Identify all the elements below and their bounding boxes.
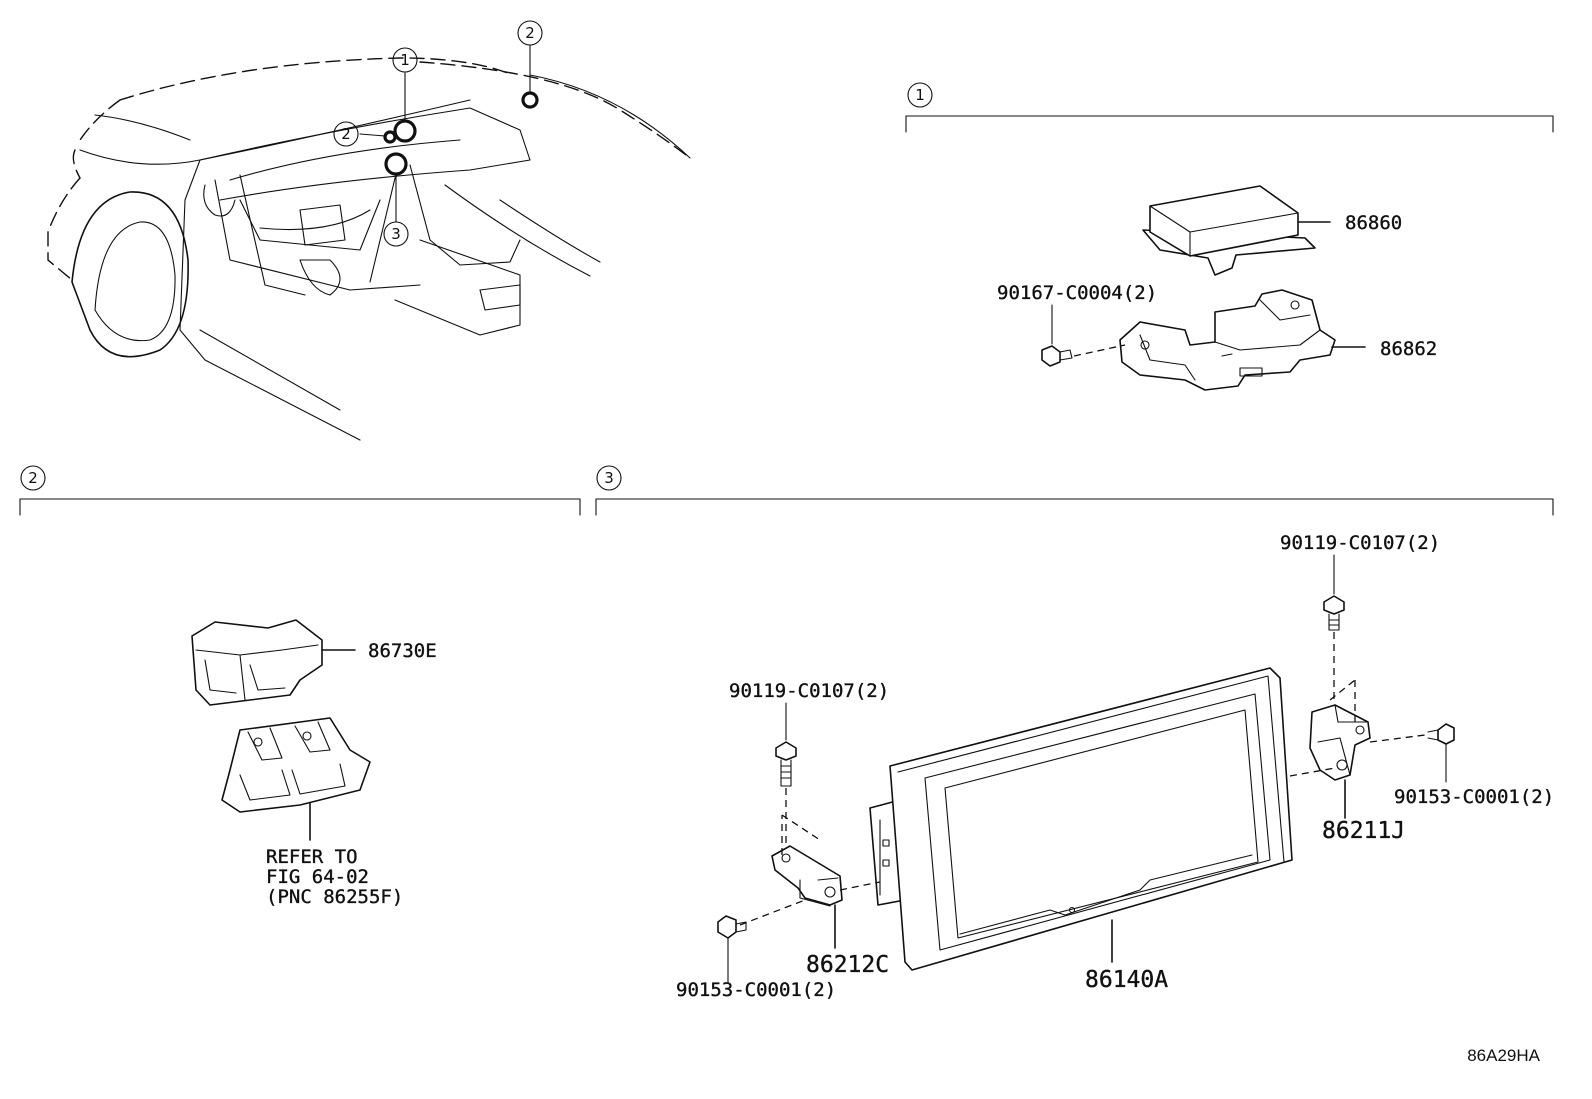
callout-1-overview: 1 <box>392 47 418 73</box>
callout-2-overview-left: 2 <box>333 121 359 147</box>
bracket-86212c-illustration <box>739 814 881 949</box>
callout-2-overview-right: 2 <box>517 20 543 46</box>
svg-text:2: 2 <box>341 125 351 143</box>
bolt-90119-right-illustration <box>1323 554 1345 700</box>
section-2-header: 2 <box>19 465 581 516</box>
bolt-90153-right-illustration <box>1427 723 1455 783</box>
bolt-90153-left-illustration <box>717 915 747 983</box>
display-86140a-illustration <box>869 667 1293 971</box>
refer-line-2: FIG 64-02 <box>266 866 369 888</box>
label-86211j: 86211J <box>1322 818 1405 844</box>
label-86730e: 86730E <box>368 640 437 662</box>
svg-text:2: 2 <box>525 24 535 42</box>
callout-3-overview: 3 <box>383 221 409 247</box>
svg-text:3: 3 <box>391 225 401 243</box>
label-90153-left: 90153-C0001(2) <box>676 979 836 1001</box>
label-86212c: 86212C <box>806 952 889 978</box>
bolt-90167-illustration <box>1041 304 1126 367</box>
bracket-86862-illustration <box>1119 289 1366 391</box>
svg-text:1: 1 <box>915 86 925 104</box>
bolt-90119-left-illustration <box>775 702 797 845</box>
svg-text:1: 1 <box>400 51 410 69</box>
module-86860-illustration <box>1142 185 1331 276</box>
label-90153-right: 90153-C0001(2) <box>1394 786 1554 808</box>
label-86860: 86860 <box>1345 212 1402 234</box>
label-90119-right: 90119-C0107(2) <box>1280 532 1440 554</box>
bezel-86255f-illustration <box>221 717 371 841</box>
refer-line-3: (PNC 86255F) <box>266 886 403 908</box>
label-90119-left: 90119-C0107(2) <box>729 680 889 702</box>
switch-86730e-illustration <box>191 619 356 706</box>
label-86862: 86862 <box>1380 338 1437 360</box>
section-3-header: 3 <box>595 465 1554 516</box>
section-1-header: 1 <box>905 82 1554 133</box>
svg-text:2: 2 <box>28 469 38 487</box>
label-90167: 90167-C0004(2) <box>997 282 1157 304</box>
label-86140a: 86140A <box>1085 967 1168 993</box>
refer-line-1: REFER TO <box>266 846 358 868</box>
bracket-86211j-illustration <box>1289 679 1426 819</box>
svg-text:3: 3 <box>604 469 614 487</box>
car-interior-illustration <box>47 44 691 441</box>
diagram-code: 86A29HA <box>1467 1046 1540 1065</box>
